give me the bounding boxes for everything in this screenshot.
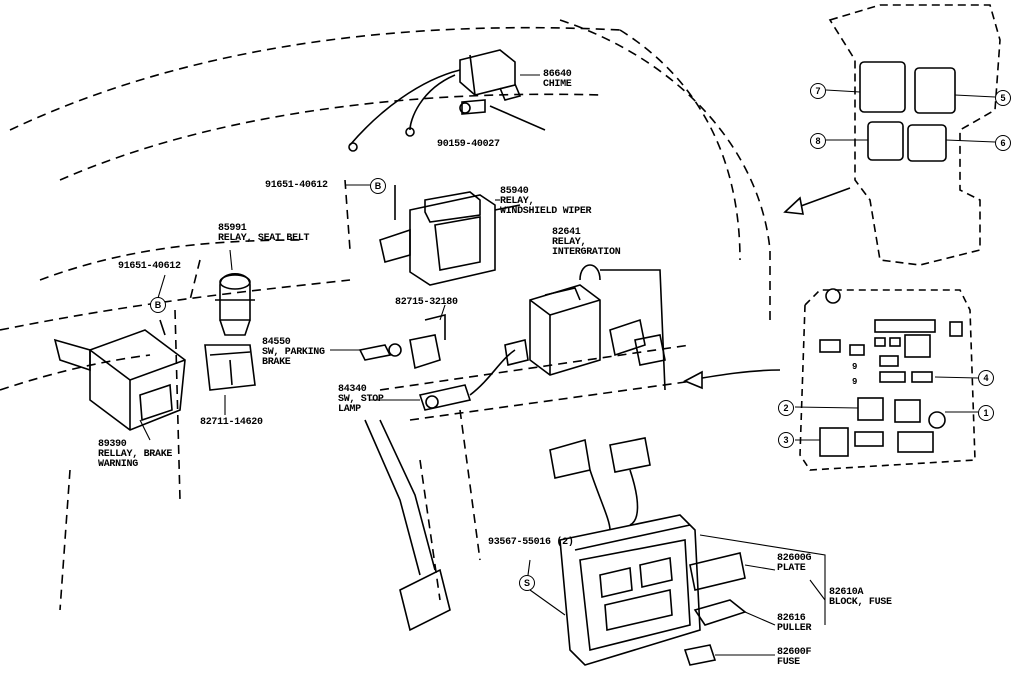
- dashboard-outline: [0, 19, 771, 611]
- connector-82711-part-number: 82711-14620: [200, 417, 263, 428]
- fuse-block-drawing: [549, 437, 701, 666]
- leader-lines: [139, 74, 826, 656]
- integration-relay-name-line1: RELAY,: [552, 237, 587, 248]
- wiper-relay-label: 85940 RELAY, WINDSHIELD WIPER: [500, 186, 592, 217]
- fuse-block-part-number: 82610A: [829, 587, 864, 598]
- integration-relay-drawing: [529, 264, 666, 391]
- fuse-block-part-name: BLOCK, FUSE: [829, 597, 892, 608]
- brake-warning-relay-name-line2: WARNING: [98, 459, 138, 470]
- callout-4: 4: [978, 370, 994, 386]
- integration-relay-part-number: 82641: [552, 227, 581, 238]
- callout-8: 8: [810, 133, 826, 149]
- switches-drawing: [358, 313, 529, 411]
- connector-82715-part-number: 82715-32180: [395, 297, 458, 308]
- fuse-part-name: FUSE: [777, 657, 800, 668]
- marker-s: S: [519, 575, 535, 591]
- bolt-b-left-label: 91651-40612: [118, 262, 181, 272]
- puller-part-number: 82616: [777, 613, 806, 624]
- integration-relay-name-line2: INTERGRATION: [552, 247, 621, 258]
- callout-3: 3: [778, 432, 794, 448]
- marker-b-top: B: [370, 178, 386, 194]
- callout-leaders-bottom: [794, 376, 979, 441]
- brake-warning-relay-drawing: [53, 319, 186, 431]
- seat-belt-relay-drawing: [204, 272, 256, 391]
- accessories-drawing: [683, 552, 747, 666]
- fuse-position-9b: 9: [852, 377, 858, 387]
- parking-brake-switch-name-line1: SW, PARKING: [262, 347, 325, 358]
- fuse-position-9a: 9: [852, 362, 858, 372]
- puller-part-name: PULLER: [777, 623, 812, 634]
- wiper-relay-drawing: [379, 185, 521, 286]
- wiper-relay-name-line2: WINDSHIELD WIPER: [500, 206, 592, 217]
- callout-6: 6: [995, 135, 1011, 151]
- callout-5: 5: [995, 90, 1011, 106]
- parking-brake-switch-label: 84550 SW, PARKING BRAKE: [262, 338, 325, 368]
- seat-belt-relay-part-number: 85991: [218, 223, 247, 234]
- view-arrows: [683, 187, 851, 390]
- junction-detail-bottom: [799, 289, 976, 471]
- brake-warning-relay-part-number: 89390: [98, 439, 127, 450]
- screw-label: 93567-55016 (2): [488, 538, 574, 548]
- plate-label: 82600G PLATE: [777, 553, 812, 574]
- callout-1: 1: [978, 405, 994, 421]
- junction-detail-top-relays: [859, 61, 956, 162]
- chime-part-name: CHIME: [543, 79, 572, 90]
- chime-label: 86640 CHIME: [543, 70, 572, 90]
- stop-lamp-switch-part-number: 84340: [338, 384, 367, 395]
- wiper-relay-name-line1: RELAY,: [500, 196, 535, 207]
- connector-82711-label: 82711-14620: [200, 418, 263, 428]
- chime-drawing: [348, 49, 546, 152]
- bolt-label: 90159-40027: [437, 140, 500, 150]
- wiper-relay-part-number: 85940: [500, 186, 529, 197]
- seat-belt-relay-label: 85991 RELAY, SEAT BELT: [218, 223, 310, 244]
- chime-part-number: 86640: [543, 69, 572, 80]
- fuse-part-number: 82600F: [777, 647, 812, 658]
- fuse-label: 82600F FUSE: [777, 647, 812, 668]
- callout-leaders-top: [825, 89, 996, 143]
- stop-lamp-switch-label: 84340 SW, STOP LAMP: [338, 385, 384, 415]
- bolt-b-top-part-number: 91651-40612: [265, 180, 328, 191]
- bolt-b-top-label: 91651-40612: [265, 181, 328, 191]
- stop-lamp-switch-name-line1: SW, STOP: [338, 394, 384, 405]
- callout-7: 7: [810, 83, 826, 99]
- bolt-part-number: 90159-40027: [437, 139, 500, 150]
- stop-lamp-switch-name-line2: LAMP: [338, 404, 361, 415]
- screw-part-number: 93567-55016 (2): [488, 537, 574, 548]
- plate-part-number: 82600G: [777, 553, 812, 564]
- brake-pedal-drawing: [364, 419, 451, 632]
- fuse-block-label: 82610A BLOCK, FUSE: [829, 588, 892, 608]
- brake-warning-relay-label: 89390 RELLAY, BRAKE WARNING: [98, 440, 172, 470]
- parking-brake-switch-name-line2: BRAKE: [262, 357, 291, 368]
- seat-belt-relay-part-name: RELAY, SEAT BELT: [218, 233, 310, 244]
- bolt-b-left-part-number: 91651-40612: [118, 261, 181, 272]
- plate-part-name: PLATE: [777, 563, 806, 574]
- marker-b-left: B: [150, 297, 166, 313]
- brake-warning-relay-name-line1: RELLAY, BRAKE: [98, 449, 173, 460]
- junction-detail-bottom-parts: [819, 288, 963, 457]
- callout-2: 2: [778, 400, 794, 416]
- puller-label: 82616 PULLER: [777, 613, 812, 634]
- junction-detail-top: [828, 4, 1001, 266]
- connector-82715-label: 82715-32180: [395, 298, 458, 308]
- integration-relay-label: 82641 RELAY, INTERGRATION: [552, 227, 621, 258]
- parking-brake-switch-part-number: 84550: [262, 337, 291, 348]
